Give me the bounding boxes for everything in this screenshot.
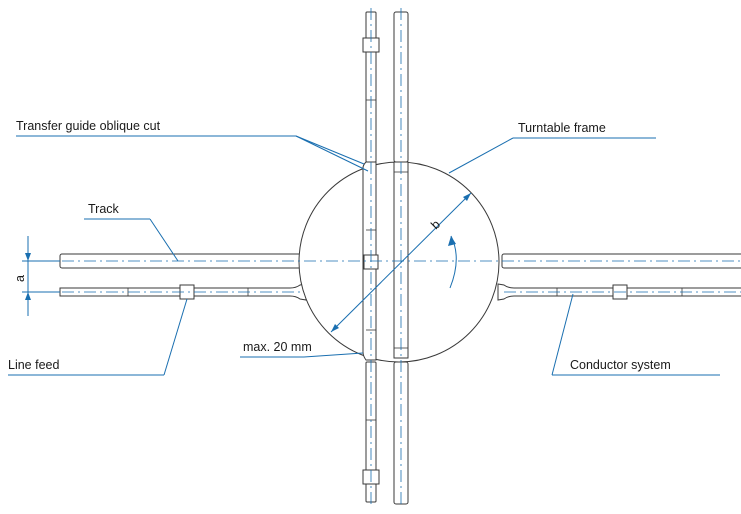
leader-lines [8, 135, 720, 376]
label-turntable-frame: Turntable frame [518, 121, 606, 135]
label-conductor-system: Conductor system [570, 358, 671, 372]
dimension-a: a [13, 236, 60, 316]
rotation-arrow [448, 235, 457, 289]
center-lines [40, 8, 741, 505]
label-line-feed: Line feed [8, 358, 59, 372]
label-track: Track [88, 202, 120, 216]
label-max-gap: max. 20 mm [243, 340, 312, 354]
label-transfer-guide: Transfer guide oblique cut [16, 119, 161, 133]
dimension-a-label: a [13, 275, 27, 282]
